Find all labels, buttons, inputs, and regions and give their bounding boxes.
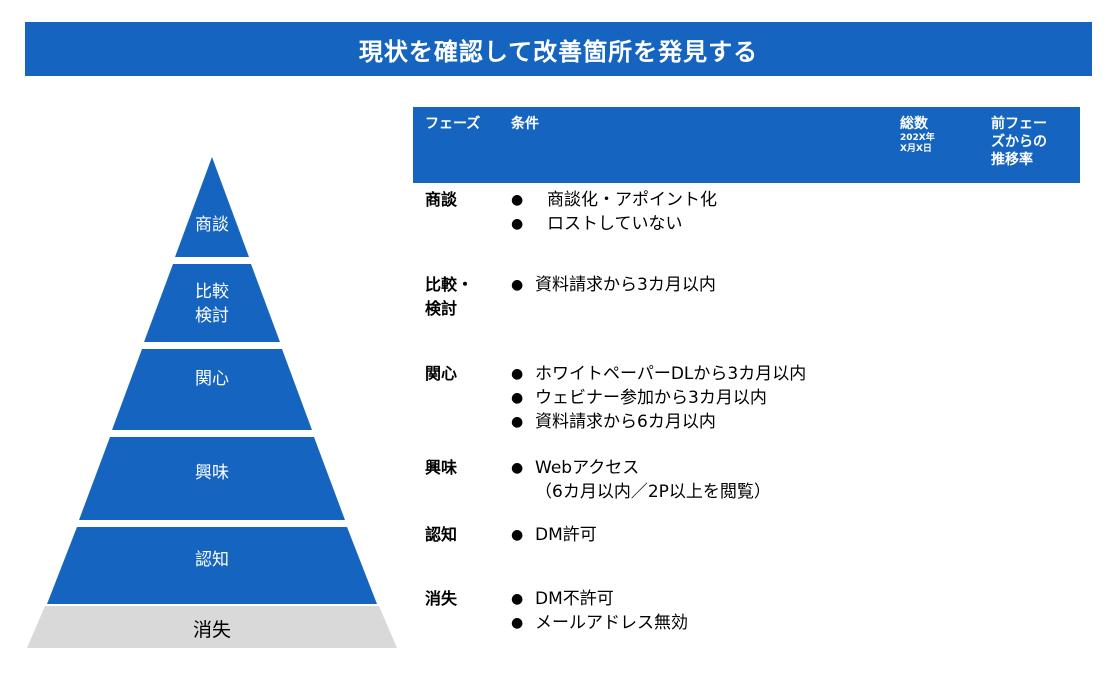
header-rate-line: 推移率 [991,152,1033,168]
condition-text: 商談化・アポイント化 [547,190,717,210]
bullet-icon: ● [511,216,524,232]
pyramid-label-line: 関心 [195,369,229,389]
condition-text: 資料請求から6カ月以内 [535,412,716,432]
pyramid-level-shodan [175,157,249,257]
bullet-icon: ● [511,527,524,543]
phase-line: 消失 [425,589,458,608]
pyramid-label-kyomi: 興味 [142,461,282,485]
condition-text: DM許可 [535,525,597,545]
pyramid-label-line: 検討 [195,306,229,326]
condition-list: ● 商談化・アポイント化 ● ロストしていない [505,188,717,236]
header-total-label: 総数 [900,116,928,132]
pyramid-label-kanshin: 関心 [142,367,282,391]
list-item: ● ロストしていない [505,212,717,236]
row-phase: 商談 [425,188,495,212]
pyramid-label-line: 消失 [192,619,231,641]
pyramid-label-line: 商談 [195,215,229,235]
phase-line: 商談 [425,190,458,209]
header-transition-rate: 前フェー ズからの 推移率 [991,115,1047,169]
list-item: ● ウェビナー参加から3カ月以内 [505,386,806,410]
bullet-icon: ● [511,366,524,382]
pyramid-level-kanshin [112,349,312,430]
header-rate-line: ズからの [991,134,1047,150]
list-item: ● DM不許可 [505,587,688,611]
funnel-pyramid [27,157,397,648]
pyramid-level-hikaku [144,264,280,342]
row-phase: 比較・ 検討 [425,273,495,321]
pyramid-label-hikaku: 比較 検討 [142,280,282,328]
list-item: ● メールアドレス無効 [505,611,688,635]
condition-list: ● Webアクセス （6カ月以内／2P以上を閲覧） [505,456,771,504]
pyramid-level-kyomi [79,437,345,520]
condition-list: ● DM許可 [505,523,597,547]
bullet-icon: ● [511,460,524,476]
row-phase: 興味 [425,456,495,480]
phase-line: 認知 [425,525,458,544]
header-total: 総数 202X年 X月X日 [900,115,935,155]
row-phase: 認知 [425,523,495,547]
phase-line: 比較・ [425,275,474,294]
pyramid-label-line: 認知 [195,550,229,570]
condition-text: ホワイトペーパーDLから3カ月以内 [535,364,807,384]
title-bar: 現状を確認して改善箇所を発見する [25,22,1092,76]
header-condition: 条件 [511,116,539,132]
condition-text: メールアドレス無効 [535,613,688,633]
condition-text: ロストしていない [547,214,683,234]
phase-line: 関心 [425,364,458,383]
row-phase: 消失 [425,587,495,611]
list-item: ● ホワイトペーパーDLから3カ月以内 [505,362,806,386]
condition-list: ● DM不許可 ● メールアドレス無効 [505,587,688,635]
condition-list: ● ホワイトペーパーDLから3カ月以内 ● ウェビナー参加から3カ月以内 ● 資料請求… [505,362,806,434]
condition-text: DM不許可 [535,589,614,609]
header-total-date-1: 202X年 [900,133,935,143]
list-item: ● 商談化・アポイント化 [505,188,717,212]
header-phase: フェーズ [425,116,481,132]
header-rate-line: 前フェー [991,116,1047,132]
list-item: ● DM許可 [505,523,597,547]
pyramid-label-line: 比較 [195,282,229,302]
page-title: 現状を確認して改善箇所を発見する [358,37,759,66]
phase-line: 検討 [425,299,458,318]
header-total-date-2: X月X日 [900,144,932,154]
condition-text: （6カ月以内／2P以上を閲覧） [535,482,771,502]
pyramid-label-shodan: 商談 [142,213,282,237]
pyramid-label-ninchi: 認知 [142,548,282,572]
condition-list: ● 資料請求から3カ月以内 [505,273,716,297]
pyramid-label-shoshitsu: 消失 [142,618,282,642]
condition-text: 資料請求から3カ月以内 [535,275,716,295]
table-header: フェーズ 条件 総数 202X年 X月X日 前フェー ズからの 推移率 [413,107,1080,183]
pyramid-level-ninchi [47,527,377,604]
list-item: ● 資料請求から3カ月以内 [505,273,716,297]
row-phase: 関心 [425,362,495,386]
condition-text: ウェビナー参加から3カ月以内 [535,388,767,408]
bullet-icon: ● [511,277,524,293]
list-item: ● Webアクセス （6カ月以内／2P以上を閲覧） [505,456,771,504]
pyramid-label-line: 興味 [195,463,229,483]
pyramid-level-shoshitsu [27,606,397,648]
bullet-icon: ● [511,390,524,406]
phase-line: 興味 [425,458,458,477]
list-item: ● 資料請求から6カ月以内 [505,410,806,434]
bullet-icon: ● [511,192,524,208]
bullet-icon: ● [511,591,524,607]
condition-text: Webアクセス [535,458,640,478]
bullet-icon: ● [511,414,524,430]
bullet-icon: ● [511,615,524,631]
